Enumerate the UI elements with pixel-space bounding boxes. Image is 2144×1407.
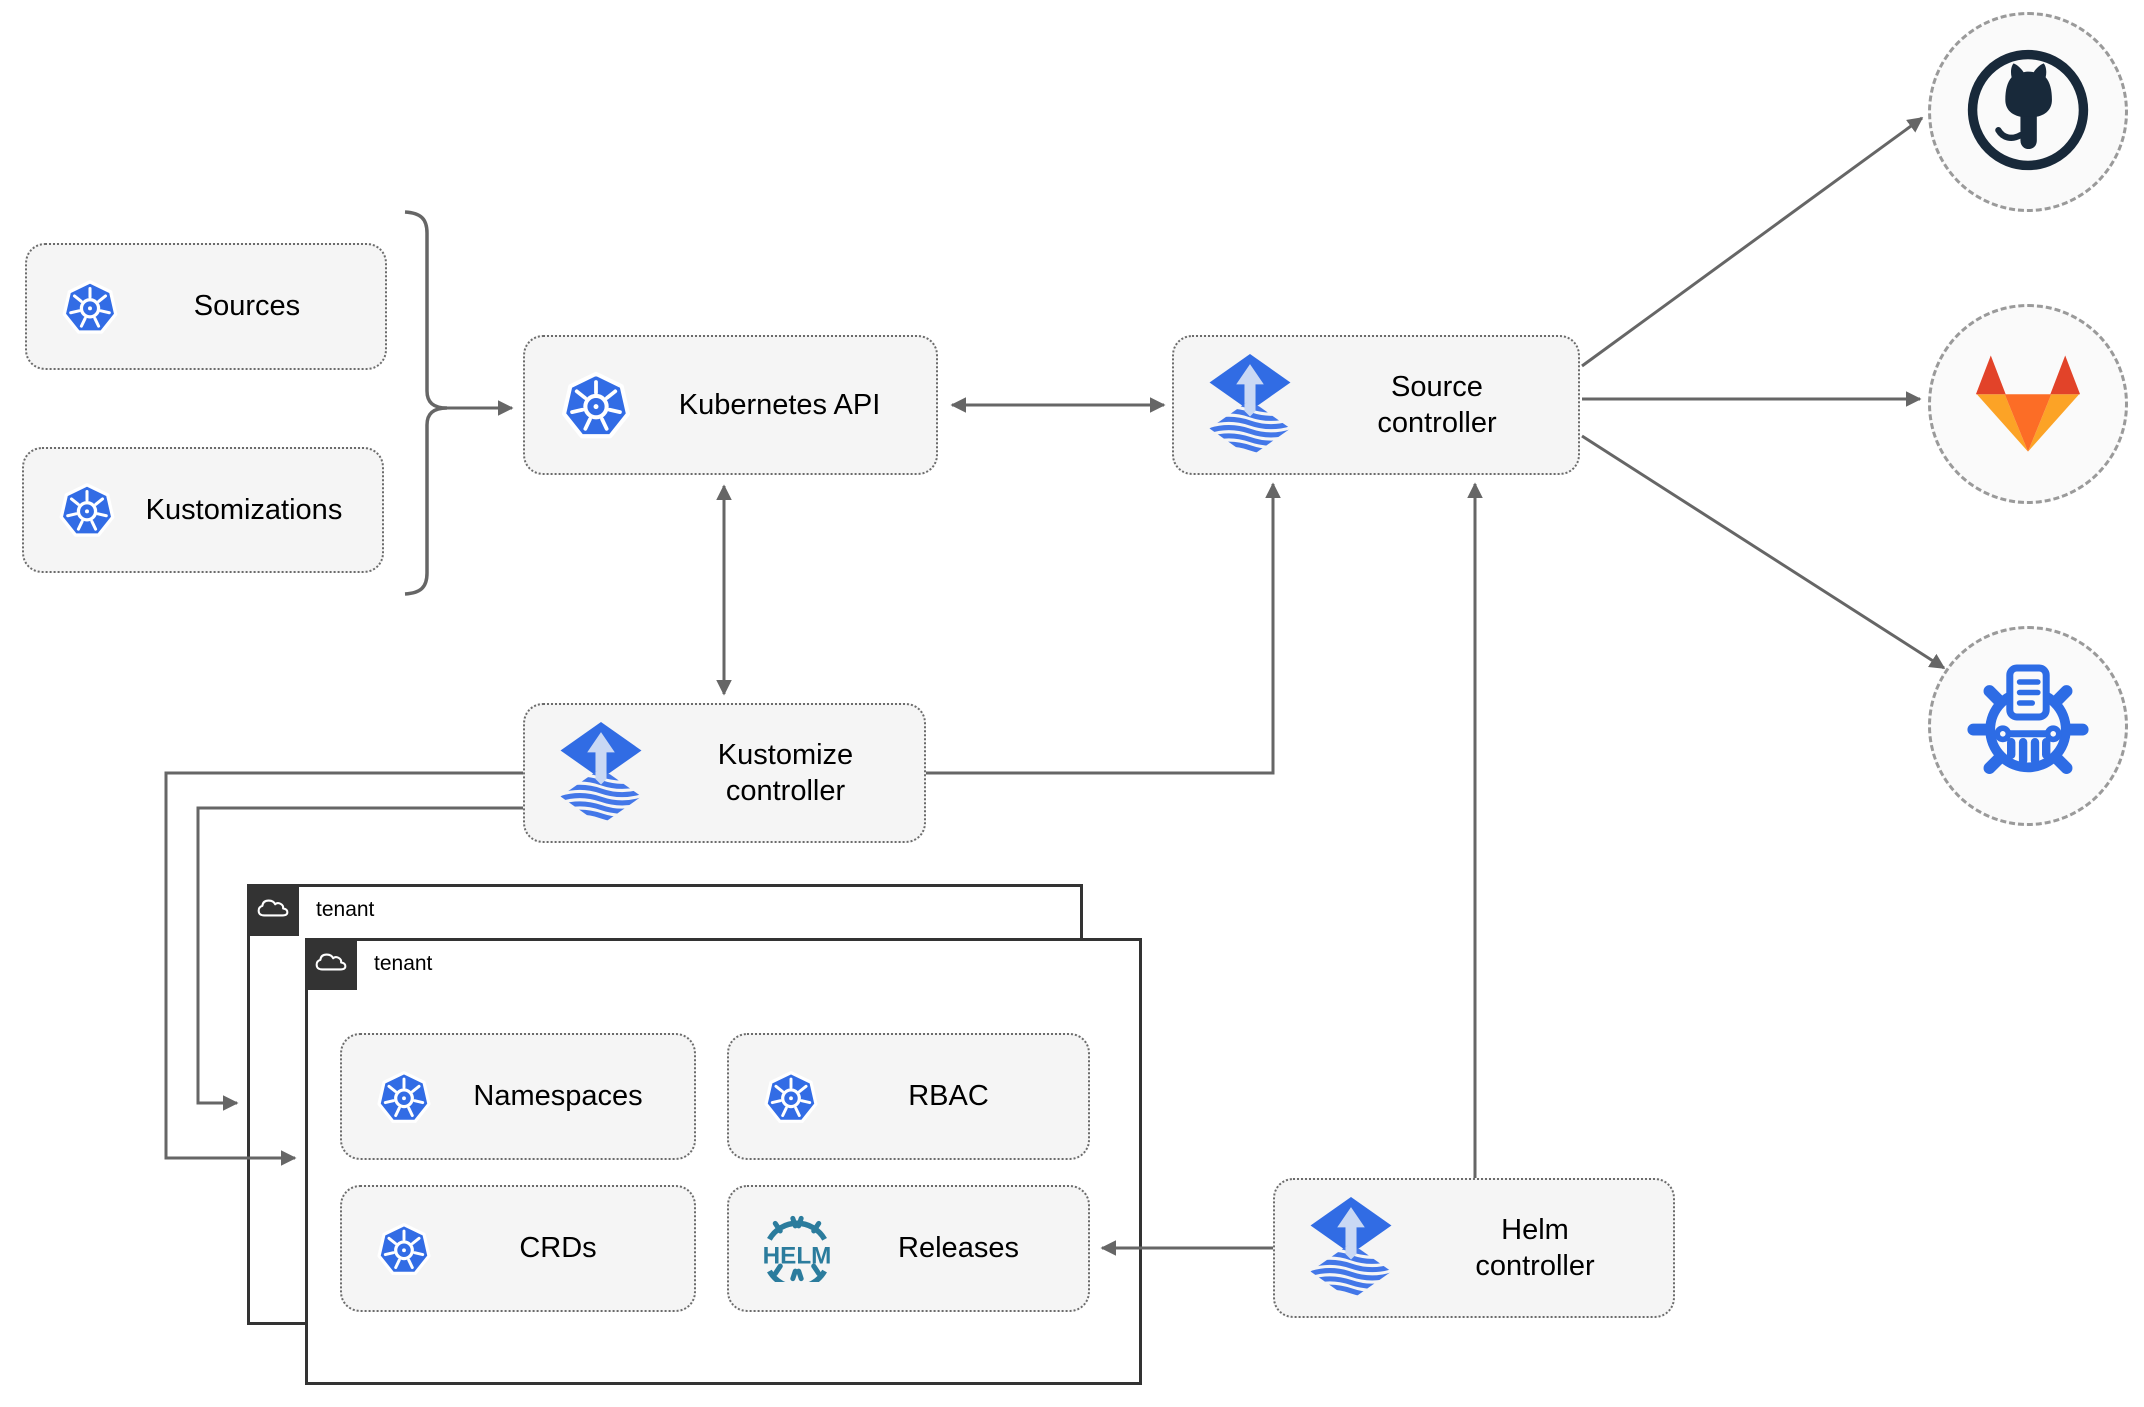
- remote-chartmuseum: [1928, 626, 2128, 826]
- node-label: Helm controller: [1475, 1213, 1595, 1282]
- chartmuseum-icon: [1958, 654, 2098, 799]
- node-label: Kustomize controller: [717, 738, 854, 807]
- node-rbac: RBAC: [727, 1033, 1090, 1160]
- kubernetes-icon: [759, 1065, 823, 1129]
- cloud-icon: [314, 949, 348, 980]
- node-namespaces: Namespaces: [340, 1033, 696, 1160]
- node-helm-controller: Helm controller: [1273, 1178, 1675, 1318]
- node-label: Namespaces: [473, 1080, 643, 1113]
- node-label: Kustomizations: [145, 493, 343, 526]
- edge-source-controller-to-github: [1581, 116, 1924, 368]
- node-kubernetes-api: Kubernetes API: [523, 335, 938, 475]
- node-label: Releases: [898, 1232, 1019, 1265]
- flux-icon: [1305, 1197, 1397, 1300]
- kubernetes-icon: [372, 1217, 436, 1281]
- remote-gitlab: [1928, 304, 2128, 504]
- node-label: CRDs: [519, 1232, 597, 1265]
- node-kustomize-controller: Kustomize controller: [523, 703, 926, 843]
- kubernetes-icon: [54, 477, 120, 543]
- remote-github: [1928, 12, 2128, 212]
- node-releases: Releases: [727, 1185, 1090, 1312]
- flux-icon: [555, 722, 647, 825]
- node-label: Source controller: [1377, 370, 1497, 439]
- gitlab-icon: [1966, 346, 2090, 463]
- github-icon: [1965, 47, 2091, 178]
- tenant-box-front: tenant: [305, 938, 1142, 1385]
- kubernetes-icon: [57, 274, 123, 340]
- kubernetes-icon: [555, 364, 637, 446]
- node-label: Kubernetes API: [678, 388, 881, 421]
- tenant-front-label: tenant: [374, 952, 433, 975]
- cloud-icon: [256, 895, 290, 926]
- flux-icon: [1204, 354, 1296, 457]
- node-kustomizations: Kustomizations: [22, 447, 384, 573]
- edge-source-controller-to-chartmuseum: [1581, 434, 1946, 670]
- node-source-controller: Source controller: [1172, 335, 1580, 475]
- brace-sources-kustomizations: [404, 210, 448, 596]
- node-sources: Sources: [25, 243, 387, 370]
- kubernetes-icon: [372, 1065, 436, 1129]
- node-label: RBAC: [908, 1080, 989, 1113]
- node-crds: CRDs: [340, 1185, 696, 1312]
- tenant-back-label: tenant: [316, 898, 375, 921]
- tenant-back-header: [247, 884, 299, 936]
- node-label: Sources: [193, 290, 301, 323]
- edge-kustomize-to-source-controller: [926, 482, 1281, 775]
- tenant-front-header: [305, 938, 357, 990]
- helm-icon: [751, 1215, 843, 1282]
